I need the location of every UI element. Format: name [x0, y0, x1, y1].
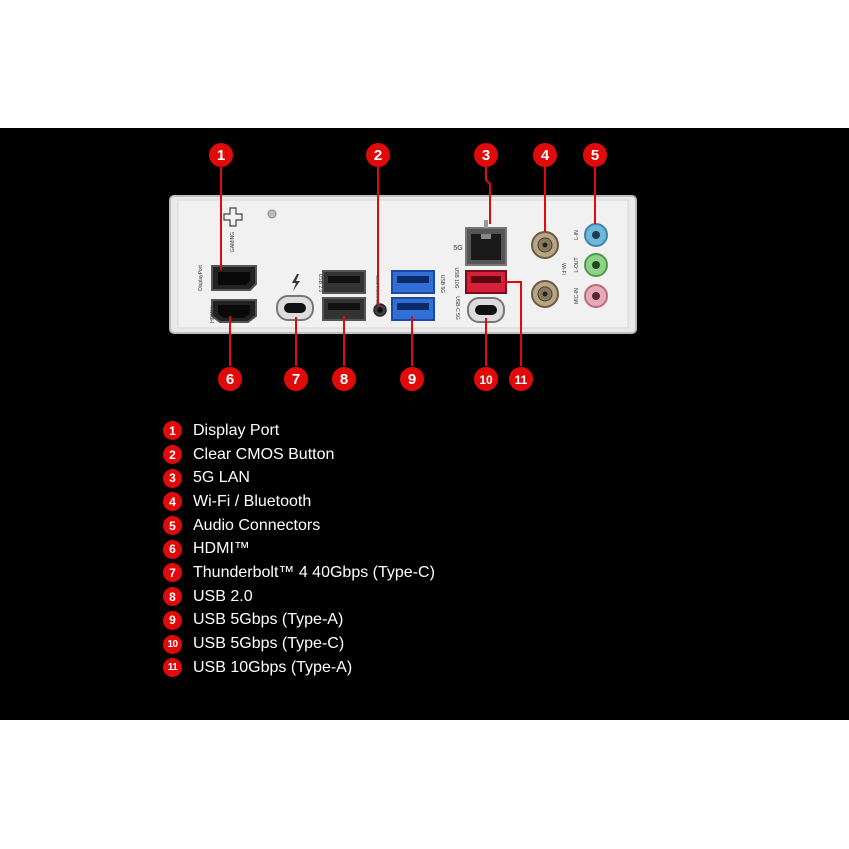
legend-item: 11 USB 10Gbps (Type-A): [163, 656, 435, 680]
callout-badge-9: 9: [400, 367, 424, 391]
legend-label: USB 10Gbps (Type-A): [193, 658, 353, 676]
legend-number: 7: [163, 563, 182, 583]
legend-number: 5: [163, 516, 182, 536]
legend-label: HDMI™: [193, 540, 250, 558]
legend-label: Wi-Fi / Bluetooth: [193, 492, 312, 510]
usb20-silkscreen: USB 2.0: [317, 274, 323, 293]
legend-item: 9 USB 5Gbps (Type-A): [163, 609, 435, 633]
gaming-logo: GAMING: [223, 207, 243, 252]
svg-text:GAMING: GAMING: [230, 232, 236, 252]
callout-badge-4: 4: [533, 143, 557, 167]
clear-cmos-button: [373, 303, 387, 317]
callout-badge-6: 6: [218, 367, 242, 391]
callout-badge-11: 11: [509, 367, 533, 391]
hdmi-port: [211, 299, 257, 323]
usbc5g-silkscreen: USB-C 5G: [454, 296, 460, 320]
legend-list: 1 Display Port 2 Clear CMOS Button 3 5G LAN…: [163, 419, 435, 680]
thunderbolt-icon: [292, 274, 300, 291]
audio-jacks: [584, 223, 608, 308]
callout-number: 3: [482, 147, 490, 164]
legend-number: 2: [163, 445, 182, 465]
legend-label: Audio Connectors: [193, 516, 321, 534]
legend-label: 5G LAN: [193, 469, 250, 487]
callout-number: 4: [541, 147, 550, 164]
legend-number: 8: [163, 587, 182, 607]
wifi-antenna-connectors: [531, 231, 559, 308]
legend-item: 3 5G LAN: [163, 466, 435, 490]
callout-leader-lines: [220, 165, 596, 366]
usb10g-port: [465, 270, 507, 294]
mic-in-silkscreen: MIC-IN: [574, 288, 580, 304]
callout-number: 7: [292, 371, 300, 388]
lan-port: [465, 220, 507, 266]
callout-number: 5: [591, 147, 599, 164]
legend-item: 10 USB 5Gbps (Type-C): [163, 632, 435, 656]
legend-item: 4 Wi-Fi / Bluetooth: [163, 490, 435, 514]
legend-number: 9: [163, 610, 182, 630]
usb20-ports: [322, 270, 366, 321]
callout-badge-8: 8: [332, 367, 356, 391]
legend-item: 2 Clear CMOS Button: [163, 443, 435, 467]
usb5g-silkscreen: USB 5G: [439, 275, 445, 293]
io-panel-figure: DisplayPort HDMI™ GAMING USB 2.0 Clear C…: [0, 128, 849, 720]
callout-number: 8: [340, 371, 348, 388]
callout-badge-5: 5: [583, 143, 607, 167]
displayport-silkscreen: DisplayPort: [198, 265, 204, 291]
callout-number: 1: [217, 147, 225, 164]
callout-badge-1: 1: [209, 143, 233, 167]
callout-badge-10: 10: [474, 367, 498, 391]
legend-label: USB 5Gbps (Type-C): [193, 635, 345, 653]
line-in-silkscreen: L-IN: [574, 230, 580, 240]
legend-number: 4: [163, 492, 182, 512]
screw-hole: [267, 209, 277, 219]
callout-badge-3: 3: [474, 143, 498, 167]
callout-number: 6: [226, 371, 234, 388]
callout-number: 2: [374, 147, 382, 164]
thunderbolt-port: [276, 274, 314, 321]
callout-badge-2: 2: [366, 143, 390, 167]
legend-item: 6 HDMI™: [163, 537, 435, 561]
callout-number: 11: [515, 373, 528, 387]
legend-label: USB 2.0: [193, 587, 253, 605]
legend-label: Display Port: [193, 421, 280, 439]
displayport-port: [211, 265, 257, 291]
callout-badge-7: 7: [284, 367, 308, 391]
legend-item: 1 Display Port: [163, 419, 435, 443]
legend-number: 11: [163, 658, 182, 678]
io-shield-diagram: DisplayPort HDMI™ GAMING USB 2.0 Clear C…: [169, 143, 637, 391]
legend-label: Clear CMOS Button: [193, 445, 335, 463]
legend-number: 1: [163, 421, 182, 441]
callout-badges: 1 2 3 4 5 6 7 8 9 10 11: [209, 143, 607, 391]
legend-number: 6: [163, 539, 182, 559]
legend-item: 7 Thunderbolt™ 4 40Gbps (Type-C): [163, 561, 435, 585]
wifi-silkscreen: Wi-Fi: [560, 263, 566, 275]
callout-number: 9: [408, 371, 416, 388]
legend-number: 3: [163, 468, 182, 488]
legend-label: USB 5Gbps (Type-A): [193, 611, 344, 629]
usb10g-silkscreen: USB 10G: [453, 267, 459, 288]
line-out-silkscreen: L-OUT: [574, 258, 580, 273]
lan-silkscreen: 5G: [453, 245, 462, 252]
legend-item: 8 USB 2.0: [163, 585, 435, 609]
callout-number: 10: [479, 373, 493, 387]
legend-item: 5 Audio Connectors: [163, 514, 435, 538]
legend-number: 10: [163, 634, 182, 654]
hdmi-silkscreen: HDMI™: [210, 305, 216, 323]
usb5g-ports: [391, 270, 435, 321]
legend-label: Thunderbolt™ 4 40Gbps (Type-C): [193, 563, 435, 581]
